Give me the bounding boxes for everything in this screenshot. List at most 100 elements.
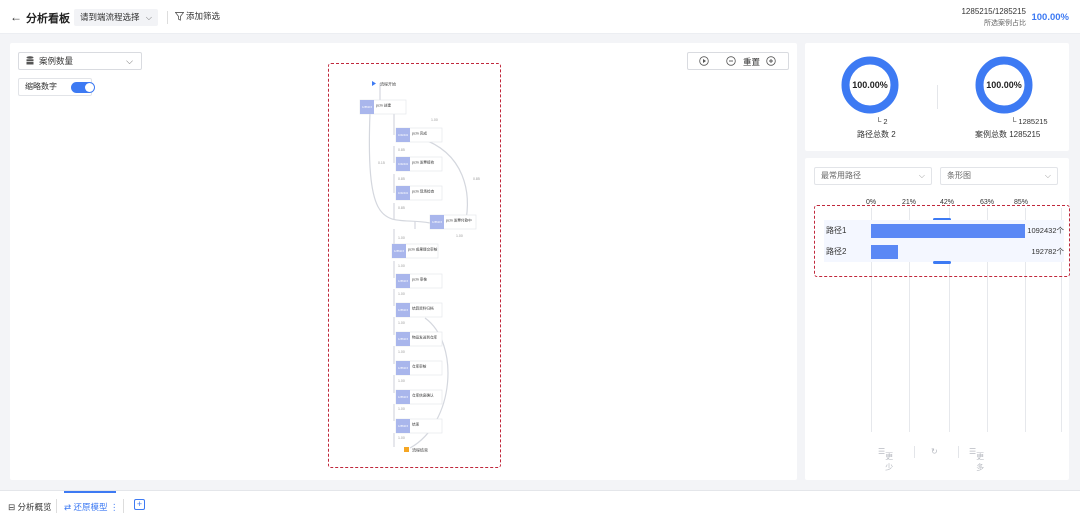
- bar-mark[interactable]: [871, 245, 899, 259]
- flow-node-badge: [430, 215, 444, 229]
- chevron-down-icon: ⌵: [918, 171, 925, 180]
- pager-divider: [914, 446, 915, 458]
- reset-button[interactable]: 重置: [743, 57, 761, 67]
- flow-node-count: 1285215: [394, 249, 405, 253]
- zoom-in-icon[interactable]: [766, 56, 776, 66]
- flow-node[interactable]: 流程结束: [404, 447, 428, 453]
- svg-text:0.15: 0.15: [378, 161, 385, 165]
- flow-end-marker: [404, 447, 409, 452]
- zoom-controls: 重置: [687, 52, 789, 70]
- case-donut-count: └ 1285215: [1011, 117, 1048, 126]
- axis-gridline: [1025, 208, 1026, 432]
- flow-node-label: 流程结束: [412, 447, 428, 453]
- add-tab-button[interactable]: +: [134, 499, 145, 510]
- axis-tick-label: 21%: [901, 199, 917, 206]
- path-donut-ring: [841, 56, 899, 114]
- play-icon[interactable]: [699, 56, 709, 66]
- svg-text:1.00: 1.00: [398, 321, 405, 325]
- flow-node-badge: [396, 303, 410, 317]
- thumbnail-toggle[interactable]: [71, 82, 95, 93]
- case-count-block: 1285215/1285215 所选案例占比: [961, 7, 1026, 28]
- process-select[interactable]: 请到端流程选择 ⌵: [74, 9, 158, 26]
- scroll-indicator-top[interactable]: [933, 218, 951, 221]
- axis-gridline: [909, 208, 910, 432]
- chevron-down-icon: ⌵: [145, 13, 152, 22]
- flow-node-label: pcm 发票接收: [412, 160, 435, 165]
- flow-node-label: 结算资料归档: [412, 306, 434, 311]
- page-title: 分析看板: [26, 13, 70, 25]
- chart-type-select[interactable]: 条形图 ⌵: [940, 167, 1058, 185]
- flow-node-count: 1285215: [398, 395, 409, 399]
- flow-node-label: 流程开始: [380, 81, 396, 87]
- show-less-button[interactable]: ☰ 更少: [878, 447, 894, 472]
- flow-node-count: 1285215: [398, 366, 409, 370]
- axis-gridline: [1061, 208, 1062, 432]
- flow-node-count: 1285215: [398, 424, 409, 428]
- chevron-down-icon: ⌵: [126, 56, 133, 66]
- path-pager: ☰ 更少 ↻ ☰ 更多: [872, 443, 1002, 472]
- thumbnail-label: 缩略数字: [25, 82, 57, 91]
- axis-ticks: 0%21%42%63%85%: [805, 199, 1069, 209]
- process-select-value: 请到端流程选择: [80, 12, 140, 22]
- svg-text:1.00: 1.00: [431, 118, 438, 122]
- case-donut-percent: 100.00%: [986, 80, 1022, 90]
- flow-node-count: 1285215: [398, 279, 409, 283]
- path-mode-select[interactable]: 最常用路径 ⌵: [814, 167, 932, 185]
- arrow-left-icon[interactable]: ←: [10, 10, 22, 24]
- database-icon: [26, 56, 34, 65]
- case-donut-ring: [975, 56, 1033, 114]
- axis-tick-label: 63%: [979, 199, 995, 206]
- axis-gridline: [871, 208, 872, 432]
- top-header: ← 分析看板 请到端流程选择 ⌵ 添加筛选 1285215/1285215 所选…: [0, 0, 1080, 34]
- tab-analysis-overview[interactable]: ⊟ 分析概览: [8, 502, 52, 512]
- tab-restore-model[interactable]: ⇄ 还原模型 ⋮: [64, 502, 119, 512]
- flow-node-label: 仓库信息确认: [412, 393, 434, 398]
- flow-node-label: pcm 成果提交审核: [408, 247, 438, 252]
- svg-text:0.85: 0.85: [473, 177, 480, 181]
- flow-node-count: 1285215: [432, 220, 443, 224]
- refresh-icon[interactable]: ↻: [931, 447, 938, 456]
- flow-node-label: 结束: [412, 422, 420, 427]
- chart-type-value: 条形图: [947, 171, 971, 180]
- flow-edge-labels: 1.000.850.85 0.850.150.85 1.001.001.00 1…: [378, 118, 480, 440]
- flow-node-label: 仓库审核: [412, 364, 427, 369]
- show-more-button[interactable]: ☰ 更多: [969, 447, 985, 472]
- zoom-out-icon[interactable]: [726, 56, 736, 66]
- header-divider: [167, 11, 168, 24]
- add-filter-button[interactable]: 添加筛选: [174, 10, 220, 22]
- summary-divider: [937, 85, 938, 109]
- flow-node-badge: [396, 361, 410, 375]
- bar-mark[interactable]: [871, 224, 1025, 238]
- metric-select-value: 案例数量: [39, 56, 74, 66]
- case-ratio-percent: 100.00%: [1031, 12, 1069, 23]
- svg-text:1.00: 1.00: [398, 379, 405, 383]
- flow-node-badge: [396, 186, 410, 200]
- active-tab-indicator: [64, 491, 116, 493]
- axis-gridline: [949, 208, 950, 432]
- bar-label: 路径1: [826, 226, 847, 235]
- scroll-indicator-bottom[interactable]: [933, 261, 951, 264]
- axis-tick-label: 0%: [865, 199, 877, 206]
- flow-node[interactable]: 流程开始: [372, 81, 396, 87]
- pager-divider: [958, 446, 959, 458]
- path-donut-count: └ 2: [876, 117, 888, 126]
- svg-text:1.00: 1.00: [398, 407, 405, 411]
- metric-select[interactable]: 案例数量 ⌵: [18, 52, 142, 70]
